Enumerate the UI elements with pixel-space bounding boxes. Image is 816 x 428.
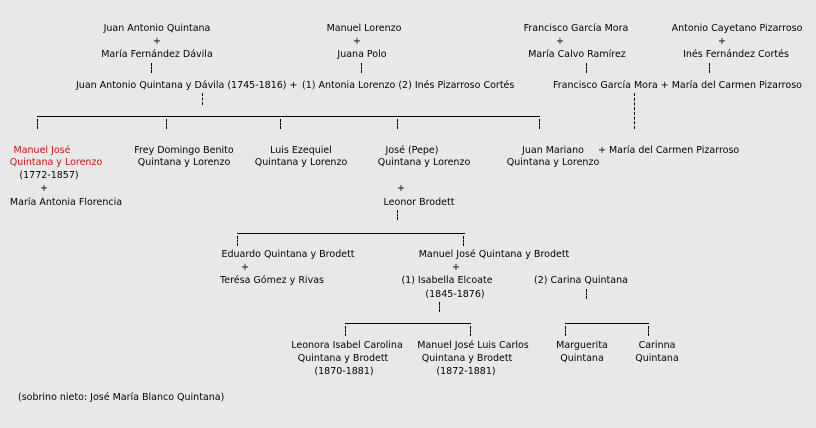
marguerita: Marguerita bbox=[556, 340, 608, 351]
juan-antonio-quintana-y-davila: Juan Antonio Quintana y Dávila (1745-181… bbox=[76, 80, 298, 91]
manuel-jose-quintana-y-brodett: Manuel José Quintana y Brodett bbox=[418, 249, 570, 260]
leonora-isabel-carolina-surname: Quintana y Brodett bbox=[297, 353, 389, 364]
connector-line bbox=[345, 326, 346, 336]
mora-mother: María Calvo Ramírez bbox=[528, 49, 626, 60]
connector-line bbox=[151, 63, 152, 73]
connector-line bbox=[463, 236, 464, 246]
plus-sign: + bbox=[452, 262, 460, 273]
luis-ezequiel-surname: Quintana y Lorenzo bbox=[254, 157, 348, 168]
marguerita-surname: Quintana bbox=[560, 353, 604, 364]
sibling-line bbox=[345, 323, 471, 324]
plus-sign: + bbox=[718, 36, 726, 47]
connector-line bbox=[280, 119, 281, 129]
carinna-surname: Quintana bbox=[635, 353, 679, 364]
maria-antonia-florencia: María Antonia Florencia bbox=[9, 197, 123, 208]
frey-domingo-benito: Frey Domingo Benito bbox=[134, 145, 234, 156]
connector-line bbox=[709, 63, 710, 73]
connector-line bbox=[539, 119, 540, 129]
eduardo-quintana-y-brodett: Eduardo Quintana y Brodett bbox=[221, 249, 355, 260]
connector-line bbox=[397, 210, 398, 220]
pizarroso-mother: Inés Fernández Cortés bbox=[683, 49, 789, 60]
plus-sign: + bbox=[397, 183, 405, 194]
plus-sign: + bbox=[353, 36, 361, 47]
plus-sign: + bbox=[40, 183, 48, 194]
juan-mariano-surname: Quintana y Lorenzo bbox=[506, 157, 600, 168]
leonora-isabel-carolina: Leonora Isabel Carolina bbox=[291, 340, 403, 351]
lorenzo-mother: Juana Polo bbox=[337, 49, 387, 60]
connector-line bbox=[586, 63, 587, 73]
manuel-jose-luis-carlos-surname: Quintana y Brodett bbox=[421, 353, 513, 364]
connector-line bbox=[439, 302, 440, 312]
connector-line bbox=[202, 93, 203, 105]
jose-pepe: José (Pepe) bbox=[385, 145, 439, 156]
manuel-jose-quintana-y-lorenzo: Manuel José bbox=[13, 145, 71, 156]
connector-line bbox=[37, 119, 38, 129]
plus-sign: + bbox=[241, 262, 249, 273]
frey-domingo-benito-surname: Quintana y Lorenzo bbox=[137, 157, 231, 168]
lorenzo-father: Manuel Lorenzo bbox=[326, 23, 402, 34]
connector-line bbox=[648, 326, 649, 336]
manuel-jose-dates: (1772-1857) bbox=[19, 170, 79, 181]
wives-lorenzo-pizarroso: (1) Antonia Lorenzo (2) Inés Pizarroso C… bbox=[302, 80, 515, 91]
juan-mariano: Juan Mariano bbox=[522, 145, 584, 156]
connector-line bbox=[470, 326, 471, 336]
connector-line bbox=[361, 63, 362, 73]
leonora-dates: (1870-1881) bbox=[314, 366, 374, 377]
connector-line bbox=[586, 289, 587, 299]
jose-pepe-surname: Quintana y Lorenzo bbox=[377, 157, 471, 168]
plus-sign: + bbox=[556, 36, 564, 47]
quintana-mother: María Fernández Dávila bbox=[101, 49, 213, 60]
isabella-elcoate: (1) Isabella Elcoate bbox=[401, 275, 493, 286]
mora-father: Francisco García Mora bbox=[523, 23, 629, 34]
carinna: Carinna bbox=[638, 340, 676, 351]
francisco-garcia-mora-couple: Francisco García Mora + María del Carmen… bbox=[553, 80, 802, 91]
connector-line bbox=[565, 326, 566, 336]
sobrino-nieto-note: (sobrino nieto: José María Blanco Quinta… bbox=[18, 392, 225, 403]
connector-line bbox=[166, 119, 167, 129]
manuel-jose-luis-carlos-dates: (1872-1881) bbox=[436, 366, 496, 377]
leonor-brodett: Leonor Brodett bbox=[383, 197, 455, 208]
plus-sign: + bbox=[153, 36, 161, 47]
luis-ezequiel: Luis Ezequiel bbox=[270, 145, 332, 156]
sibling-line bbox=[37, 116, 540, 117]
connector-line bbox=[397, 119, 398, 129]
sibling-line bbox=[565, 323, 649, 324]
quintana-father: Juan Antonio Quintana bbox=[103, 23, 211, 34]
sibling-line bbox=[237, 233, 465, 234]
teresa-gomez-y-rivas: Terésa Gómez y Rivas bbox=[220, 275, 324, 286]
maria-del-carmen-pizarroso: + María del Carmen Pizarroso bbox=[598, 145, 740, 156]
connector-line bbox=[634, 93, 635, 129]
connector-line bbox=[237, 236, 238, 246]
isabella-dates: (1845-1876) bbox=[425, 289, 485, 300]
manuel-jose-luis-carlos: Manuel José Luis Carlos bbox=[417, 340, 529, 351]
manuel-jose-quintana-y-lorenzo-surname: Quintana y Lorenzo bbox=[9, 157, 103, 168]
pizarroso-father: Antonio Cayetano Pizarroso bbox=[671, 23, 803, 34]
carina-quintana: (2) Carina Quintana bbox=[534, 275, 628, 286]
